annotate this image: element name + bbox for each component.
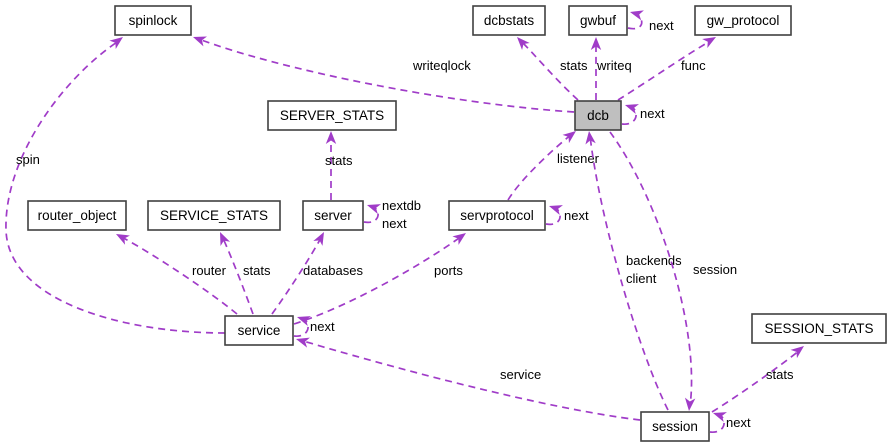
edge-hit-area <box>508 134 572 200</box>
edge-line <box>119 235 238 315</box>
edge-dcb-func-gw_protocol: func <box>617 37 716 101</box>
edge-line <box>195 37 575 113</box>
edge-arrowhead <box>630 10 644 21</box>
edge-arrowhead <box>790 346 804 359</box>
edge-server-stats-SERVER_STATS: stats <box>325 131 353 200</box>
node-box[interactable] <box>694 5 792 36</box>
edge-arrowhead <box>367 204 381 214</box>
node-box[interactable] <box>472 5 546 36</box>
edge-arrowhead <box>713 412 727 422</box>
edge-hit-area <box>300 340 640 420</box>
node-box[interactable] <box>574 100 622 131</box>
edge-session-service-service: service <box>296 337 641 421</box>
node-box[interactable] <box>640 411 710 442</box>
edge-dcb-writeqlock-spinlock: writeqlock <box>193 36 575 113</box>
node-box[interactable] <box>147 200 281 231</box>
node-SERVER_STATS[interactable]: SERVER_STATS <box>267 100 397 131</box>
edge-line <box>271 235 323 315</box>
edge-arrowhead <box>590 37 602 50</box>
node-router_object[interactable]: router_object <box>27 200 127 231</box>
edge-arrowhead <box>325 131 337 144</box>
edge-arrowhead <box>625 104 639 114</box>
node-session[interactable]: session <box>640 411 710 442</box>
node-gwbuf[interactable]: gwbuf <box>568 5 628 36</box>
edge-arrowhead <box>109 37 123 49</box>
edge-arrowhead <box>684 397 696 411</box>
edge-label: next <box>640 106 665 121</box>
edge-arrowhead <box>297 316 311 326</box>
edge-arrowhead <box>116 234 130 245</box>
node-spinlock[interactable]: spinlock <box>114 5 192 36</box>
edge-label: next <box>649 18 674 33</box>
node-box[interactable] <box>27 200 127 231</box>
edge-arrowhead <box>549 205 563 215</box>
edge-arrowhead <box>517 37 530 51</box>
edge-hit-area <box>590 136 668 410</box>
edge-line <box>711 349 801 413</box>
edge-label: stats <box>243 263 271 278</box>
edge-line <box>617 39 713 101</box>
edge-servprotocol-next-servprotocol: next <box>545 205 589 226</box>
edge-label: writeq <box>596 58 632 73</box>
edge-service-router-router_object: router <box>116 234 238 315</box>
node-box[interactable] <box>224 315 294 346</box>
edge-arrowhead <box>702 37 716 49</box>
node-box[interactable] <box>114 5 192 36</box>
edge-line <box>221 235 254 315</box>
edge-arrowhead <box>296 337 310 348</box>
edge-arrowhead <box>313 232 324 246</box>
edge-label: session <box>693 262 737 277</box>
node-box[interactable] <box>267 100 397 131</box>
edge-label: writeqlock <box>412 58 471 73</box>
edge-dcb-next-dcb: next <box>621 104 665 125</box>
node-box[interactable] <box>302 200 364 231</box>
edge-label: router <box>192 263 227 278</box>
edge-dcb-stats-dcbstats: stats <box>517 37 588 101</box>
node-server[interactable]: server <box>302 200 364 231</box>
edge-line <box>609 131 693 407</box>
edge-line <box>299 339 641 421</box>
edge-line <box>589 135 669 411</box>
node-box[interactable] <box>568 5 628 36</box>
node-gw_protocol[interactable]: gw_protocol <box>694 5 792 36</box>
edge-hit-area <box>120 236 237 314</box>
edge-line <box>293 235 463 325</box>
edge-arrowhead <box>585 131 596 145</box>
edge-service-spin-spinlock: spin <box>5 37 226 334</box>
edge-arrowhead <box>193 36 207 47</box>
edge-label: next <box>726 415 751 430</box>
edge-label: stats <box>560 58 588 73</box>
edge-arrowhead <box>562 131 576 144</box>
node-box[interactable] <box>751 313 887 344</box>
edge-label: ports <box>434 263 463 278</box>
edge-label: service <box>500 367 541 382</box>
node-dcb[interactable]: dcb <box>574 100 622 131</box>
edge-arrowhead <box>452 233 466 245</box>
edge-hit-area <box>6 40 225 333</box>
edge-line <box>519 39 579 101</box>
edge-label: next <box>564 208 589 223</box>
node-service[interactable]: service <box>224 315 294 346</box>
node-box[interactable] <box>448 200 546 231</box>
node-servprotocol[interactable]: servprotocol <box>448 200 546 231</box>
edge-dcb-session-session: session <box>609 131 737 411</box>
node-dcbstats[interactable]: dcbstats <box>472 5 546 36</box>
edge-gwbuf-next-gwbuf: next <box>627 10 674 33</box>
node-SERVICE_STATS[interactable]: SERVICE_STATS <box>147 200 281 231</box>
node-SESSION_STATS[interactable]: SESSION_STATS <box>751 313 887 344</box>
edge-session-stats-SESSION_STATS: stats <box>711 346 804 413</box>
edge-label: databases <box>303 263 363 278</box>
edge-arrowhead <box>220 232 231 246</box>
